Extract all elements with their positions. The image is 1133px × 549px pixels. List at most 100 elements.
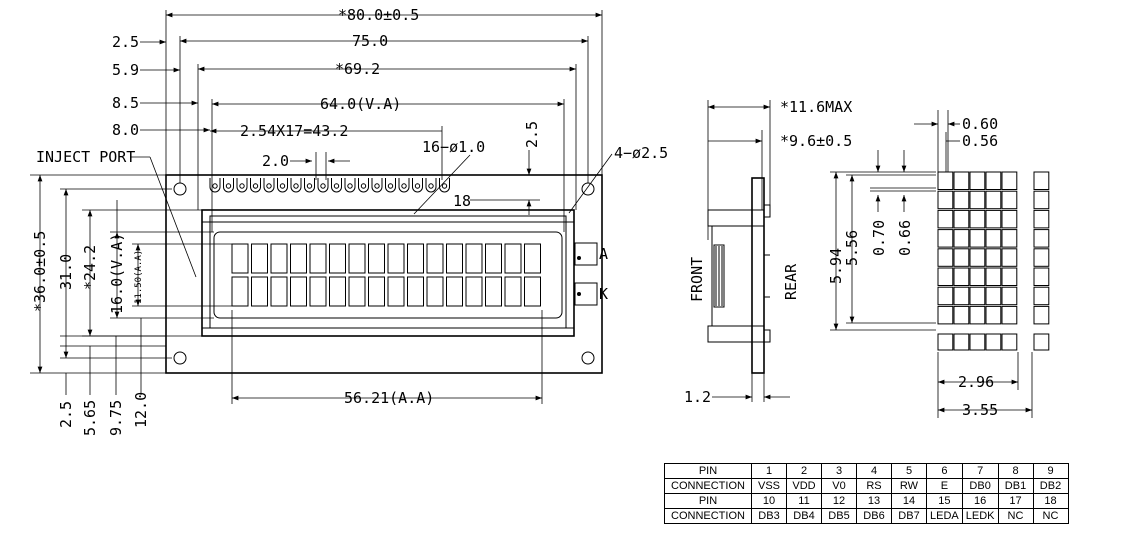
dim-overall-width: *80.0±0.5	[338, 6, 419, 24]
label-cathode: K	[599, 285, 608, 303]
dim-bezel-width: *69.2	[335, 60, 380, 78]
pin-table-cell: LEDA	[926, 508, 963, 524]
mount-hole-br	[581, 351, 595, 365]
dim-mount-holes: 4−ø2.5	[614, 144, 668, 162]
dot	[985, 305, 1002, 325]
pin-table-cell: 12	[821, 493, 857, 509]
pin-table-cell: LEDK	[961, 508, 999, 524]
dot-spacing	[1033, 190, 1050, 210]
pin-hole	[317, 178, 329, 193]
pin-table-cell: 18	[1032, 493, 1069, 509]
dot	[1001, 190, 1018, 210]
dot	[985, 248, 1002, 267]
dot	[985, 229, 1002, 248]
pin-table-cell: 6	[926, 463, 963, 479]
char-cell	[446, 243, 463, 274]
pin-table-cell: 2	[786, 463, 822, 479]
pin-table-cell: RW	[891, 478, 927, 494]
pin-table-cell: DB1	[997, 478, 1034, 494]
dim-hole-spacing: 75.0	[352, 32, 388, 50]
char-cell	[368, 243, 385, 274]
pin-table-cell: V0	[821, 478, 857, 494]
char-cell	[485, 276, 502, 307]
pin-table-cell: 3	[821, 463, 857, 479]
char-cell	[387, 276, 405, 307]
dot	[985, 171, 1002, 190]
pin-table-cell: E	[926, 478, 963, 494]
char-cell	[309, 276, 327, 307]
character-grid	[231, 243, 541, 307]
cursor-row	[937, 333, 1050, 351]
pin-hole	[371, 178, 383, 193]
dot	[953, 305, 970, 325]
dim-height-31: 31.0	[57, 254, 75, 290]
dot	[969, 171, 986, 190]
pin-table-cell: 5	[891, 463, 927, 479]
pin-table-header-cell: PIN	[664, 493, 752, 509]
dim-pcb-thickness: 1.2	[684, 388, 711, 406]
dim-char-width: 3.55	[962, 401, 998, 419]
dim-view-area-width: 64.0(V.A)	[320, 95, 401, 113]
dot	[1001, 286, 1018, 306]
pin-table-cell: NC	[997, 508, 1034, 524]
pin-hole	[412, 178, 423, 193]
pin-table-cell: 1	[751, 463, 787, 479]
char-cell	[251, 243, 268, 274]
dot	[953, 171, 970, 190]
char-cell	[231, 243, 249, 274]
char-cell	[309, 243, 327, 274]
pin-holes	[209, 178, 450, 193]
mount-hole-tl	[173, 182, 187, 196]
pin-hole	[425, 178, 437, 193]
dim-bezel-height: *24.2	[81, 245, 99, 290]
dim-char-width-inner: 2.96	[958, 373, 994, 391]
dot	[985, 286, 1002, 306]
dot	[953, 267, 970, 286]
pin-table-cell: VSS	[751, 478, 787, 494]
cursor-dot	[953, 333, 970, 351]
char-cell	[524, 276, 541, 307]
dim-dot-pitch-v: 0.70	[870, 220, 888, 256]
dot	[969, 229, 986, 248]
char-cell	[407, 243, 424, 274]
dot	[953, 209, 970, 229]
pin-hole	[290, 178, 302, 193]
char-cell	[387, 243, 405, 274]
dot-spacing	[1033, 286, 1050, 306]
char-cell	[504, 276, 522, 307]
pin-table-cell: DB0	[961, 478, 999, 494]
pin-table-cell: DB4	[786, 508, 822, 524]
pin-table-cell: 11	[786, 493, 822, 509]
dim-bottom-5-65: 5.65	[81, 400, 99, 436]
front-view: A K *80.0±0.5 75.0 *69.2 64.0(V.A) 2.54X…	[30, 6, 668, 436]
dot	[1001, 209, 1018, 229]
char-cell	[251, 276, 268, 307]
dim-pin-holes: 16−ø1.0	[422, 138, 485, 156]
character-detail: 0.60 0.56 5.94 5.56 0.70 0.66 2.96 3.55	[827, 110, 1050, 419]
pin-table-cell: RS	[856, 478, 892, 494]
dot	[937, 286, 954, 306]
dot	[953, 248, 970, 267]
cursor-dot	[937, 333, 954, 351]
pin-table-cell: 14	[891, 493, 927, 509]
dot-matrix	[937, 171, 1050, 325]
char-cell	[231, 276, 249, 307]
pin-hole	[304, 178, 315, 193]
dim-view-area-height: 16.0(V.A)	[108, 233, 126, 314]
dot	[1001, 171, 1018, 190]
dot	[969, 209, 986, 229]
char-cell	[426, 243, 444, 274]
pin-table-header-cell: PIN	[664, 463, 752, 479]
dim-dot-size-v: 0.66	[896, 220, 914, 256]
pin-table-cell: 7	[961, 463, 999, 479]
dot	[1001, 229, 1018, 248]
dim-bottom-12-0: 12.0	[132, 392, 150, 428]
pin-table-header-cell: CONNECTION	[664, 478, 752, 494]
cursor-dot	[1033, 333, 1050, 351]
dim-inject-port: INJECT PORT	[36, 148, 135, 166]
label-anode: A	[599, 245, 608, 263]
pin-table-cell: DB3	[751, 508, 787, 524]
pin-table-cell: NC	[1032, 508, 1069, 524]
dot	[937, 248, 954, 267]
dot	[953, 286, 970, 306]
